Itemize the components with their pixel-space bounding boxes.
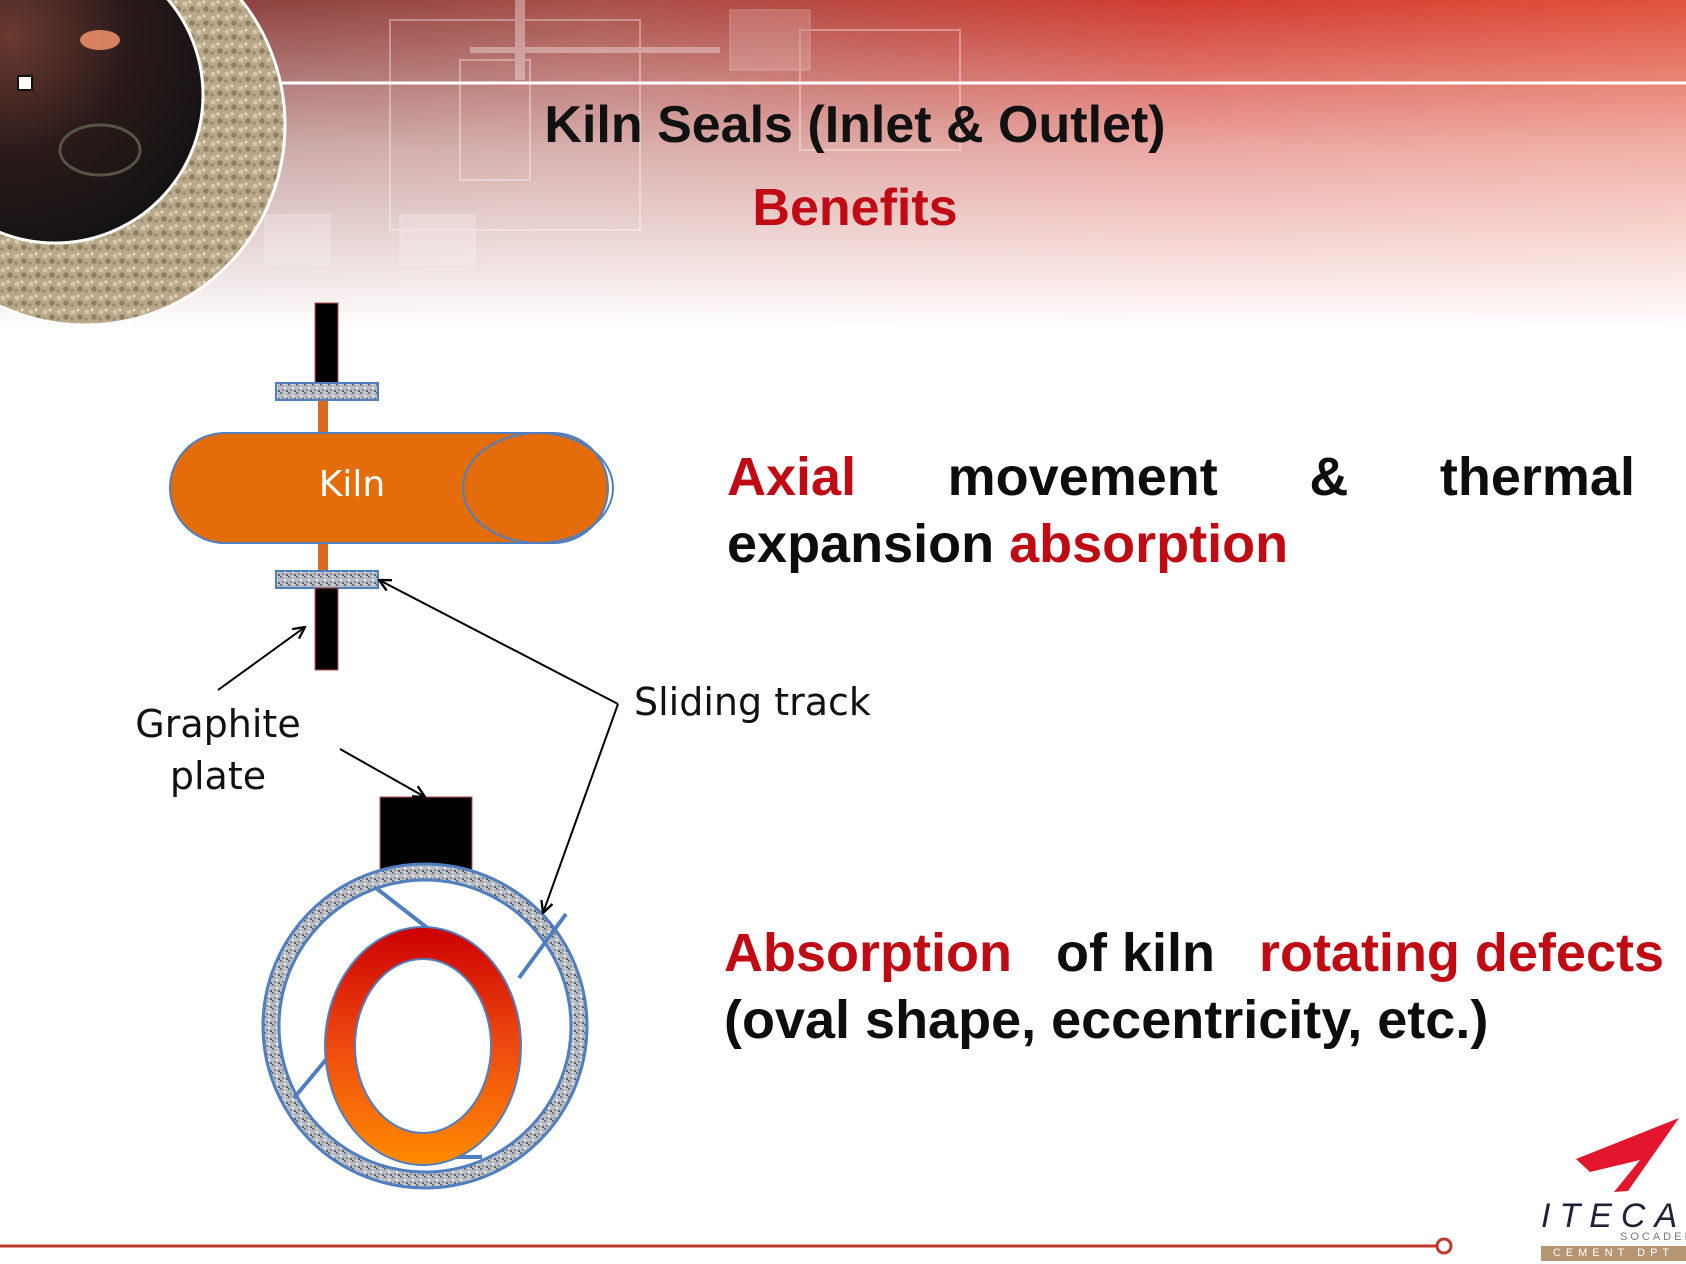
slide-title: Kiln Seals (Inlet & Outlet) bbox=[544, 96, 1166, 154]
graphite-label-line2: plate bbox=[169, 754, 267, 798]
benefit-1-word-thermal: thermal bbox=[1439, 447, 1635, 507]
benefit-1-word-movement: movement bbox=[947, 447, 1218, 507]
graphite-plate-label: Graphite plate bbox=[118, 698, 318, 802]
benefit-2-word-rotating-defects: rotating defects bbox=[1258, 923, 1664, 983]
benefit-1-word-and: & bbox=[1309, 447, 1349, 507]
benefit-1-word-absorption: absorption bbox=[1009, 514, 1289, 574]
benefit-1-line-2: expansion absorption bbox=[727, 511, 1635, 578]
benefit-axial-movement: Axial movement & thermal expansion absor… bbox=[727, 444, 1635, 578]
benefit-2-line-2: (oval shape, eccentricity, etc.) bbox=[724, 990, 1489, 1050]
benefit-2-word-of-kiln: of kiln bbox=[1055, 923, 1215, 983]
benefit-2-line-1: Absorption of kiln rotating defects bbox=[724, 920, 1664, 987]
benefit-1-word-expansion: expansion bbox=[727, 514, 995, 574]
sliding-track-label: Sliding track bbox=[634, 680, 871, 724]
slide-subtitle: Benefits bbox=[752, 179, 958, 237]
benefit-rotating-defects: Absorption of kiln rotating defects (ova… bbox=[724, 920, 1664, 1054]
graphite-label-line1: Graphite bbox=[135, 702, 301, 746]
logo-subtext: SOCADEI bbox=[1620, 1231, 1686, 1243]
kiln-diagram bbox=[169, 302, 619, 1190]
benefit-2-word-absorption: Absorption bbox=[724, 923, 1012, 983]
logo-name: ITECA bbox=[1541, 1197, 1686, 1235]
benefit-1-word-axial: Axial bbox=[727, 447, 857, 507]
logo-band: CEMENT DPT bbox=[1541, 1246, 1686, 1261]
benefit-1-line-1: Axial movement & thermal bbox=[727, 444, 1635, 511]
kiln-label: Kiln bbox=[318, 464, 386, 505]
